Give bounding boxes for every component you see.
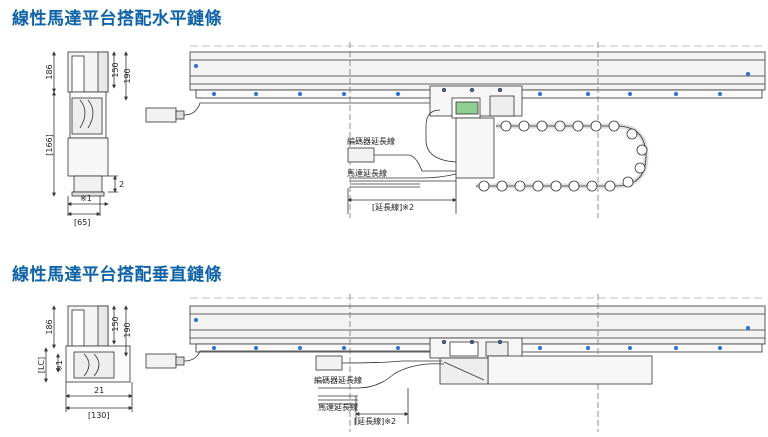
s1-dim-166: [166] [45, 134, 54, 156]
s2-dim-lc: [LC] [37, 357, 46, 373]
s2-motor-label: 馬達延長線 [318, 402, 358, 412]
s1-dim-150: 150 [111, 62, 120, 77]
section2-side-view [44, 305, 133, 412]
section2-title: 線性馬達平台搭配垂直鏈條 [12, 265, 222, 285]
section2-rail-dots [194, 318, 750, 350]
s2-dim-186: 186 [45, 319, 54, 334]
s2-encoder-label: 編碼器延長線 [314, 375, 362, 385]
s2-extension-label: [延長線]※2 [354, 416, 396, 426]
section1-carriage [425, 85, 523, 179]
s2-dim-190: 190 [123, 322, 132, 337]
s1-note1: ※1 [80, 194, 92, 203]
s1-dim-65: [65] [74, 218, 90, 227]
section2-connector [145, 350, 445, 424]
s1-motor-label: 馬達延長線 [347, 168, 387, 178]
s1-dim-2: 2 [119, 180, 124, 189]
section1-cable-chain [476, 120, 649, 192]
s1-encoder-label: 編碼器延長線 [347, 136, 395, 146]
section1-connector [145, 102, 457, 214]
s1-dim-190: 190 [123, 68, 132, 83]
section2-carriage [429, 337, 653, 385]
s1-dim-186: 186 [45, 64, 54, 79]
section1-title: 線性馬達平台搭配水平鏈條 [12, 9, 222, 29]
section1-rail-dots [194, 64, 750, 96]
s2-dim-130: [130] [88, 411, 110, 420]
s1-extension-label: [延長線]※2 [372, 202, 414, 212]
s2-note1: ※1 [55, 360, 64, 372]
s2-dim-21: 21 [94, 386, 104, 395]
section1-side-view [52, 51, 128, 216]
s2-dim-150: 150 [111, 316, 120, 331]
